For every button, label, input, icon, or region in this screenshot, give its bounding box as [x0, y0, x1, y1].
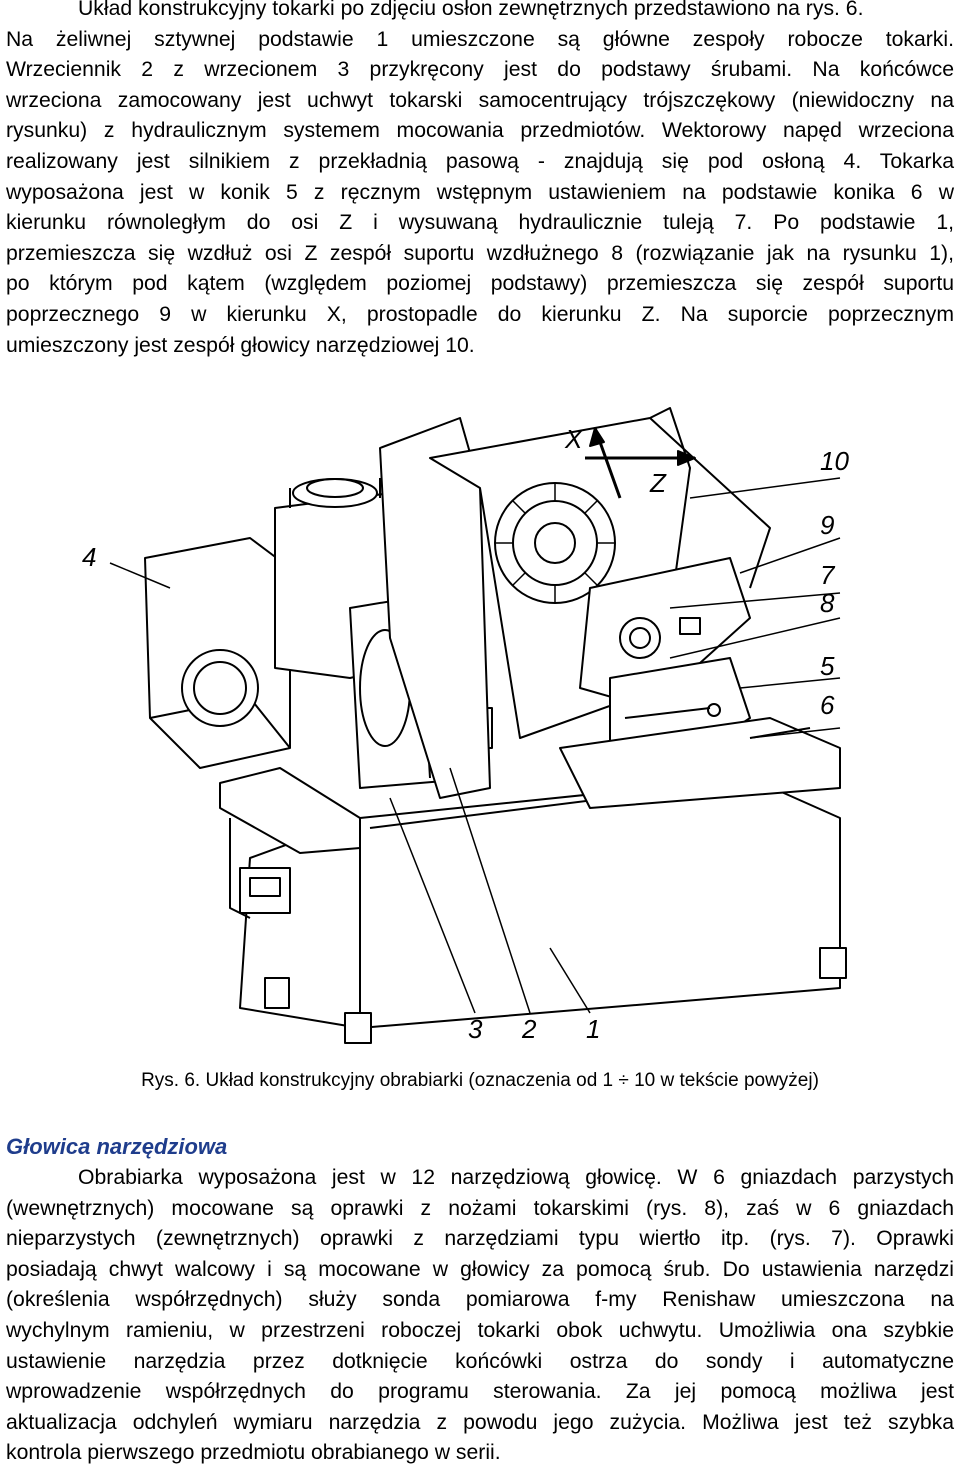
text-line: ustawienie narzędzia przez dotknięcie ko…: [6, 1349, 954, 1373]
text-line: (wewnętrznych) mocowane są oprawki z noż…: [6, 1196, 954, 1220]
text-line: aktualizacja odchyleń wymiaru narzędzia …: [6, 1410, 954, 1434]
callout-1: 1: [586, 1014, 600, 1044]
text-line: Obrabiarka wyposażona jest w 12 narzędzi…: [78, 1166, 954, 1189]
text-line: posiadają chwyt walcowy i są mocowane w …: [6, 1257, 954, 1281]
callout-5: 5: [820, 651, 835, 681]
text-line: rysunku) z hydraulicznym systemem mocowa…: [6, 119, 954, 143]
text-line: wrzeciona zamocowany jest uchwyt tokarsk…: [6, 88, 954, 112]
axis-x-label: X: [564, 424, 584, 454]
text-line: wychylnym ramieniu, w przestrzeni robocz…: [6, 1318, 954, 1342]
text-line: poprzecznego 9 w kierunku X, prostopadle…: [6, 302, 954, 326]
text-line: po którym pod kątem (względem poziomej p…: [6, 272, 954, 296]
text-line: Na żeliwnej sztywnej podstawie 1 umieszc…: [6, 27, 954, 51]
text-line: nieparzystych (zewnętrznych) oprawki z n…: [6, 1227, 954, 1251]
callout-10: 10: [820, 446, 849, 476]
callout-6: 6: [820, 690, 835, 720]
intro-paragraph: Układ konstrukcyjny tokarki po zdjęciu o…: [6, 0, 954, 361]
callout-3: 3: [468, 1014, 483, 1044]
callout-9: 9: [820, 510, 834, 540]
text-line: wprowadzenie współrzędnych do programu s…: [6, 1380, 954, 1404]
callout-8: 8: [820, 588, 835, 618]
section-heading: Głowica narzędziowa: [6, 1134, 228, 1159]
text-line: umieszczony jest zespół głowicy narzędzi…: [6, 333, 475, 357]
turret-paragraph: Obrabiarka wyposażona jest w 12 narzędzi…: [6, 1163, 954, 1469]
text-line: przemieszcza się wzdłuż osi Z zespół sup…: [6, 241, 954, 265]
callout-4: 4: [82, 542, 96, 572]
text-line: wyposażona jest w konik 5 z ręcznym wstę…: [6, 180, 954, 204]
callout-7: 7: [820, 560, 836, 590]
axis-z-label: Z: [649, 468, 667, 498]
lathe-construction-figure: 4 10 9 7 8 5 6 3 2 1 X Z: [82, 407, 849, 1044]
text-line: kontrola pierwszego przedmiotu obrabiane…: [6, 1441, 501, 1465]
callout-2: 2: [521, 1014, 537, 1044]
text-line: kierunku równoległym do osi Z i wysuwaną…: [6, 211, 954, 235]
figure-caption: Rys. 6. Układ konstrukcyjny obrabiarki (…: [141, 1070, 819, 1091]
text-line: realizowany jest silnikiem z przekładnią…: [6, 149, 954, 173]
text-line: Wrzeciennik 2 z wrzecionem 3 przykręcony…: [6, 58, 954, 82]
text-line: (określenia współrzędnych) służy sonda p…: [6, 1288, 954, 1312]
text-line: Układ konstrukcyjny tokarki po zdjęciu o…: [78, 0, 864, 20]
